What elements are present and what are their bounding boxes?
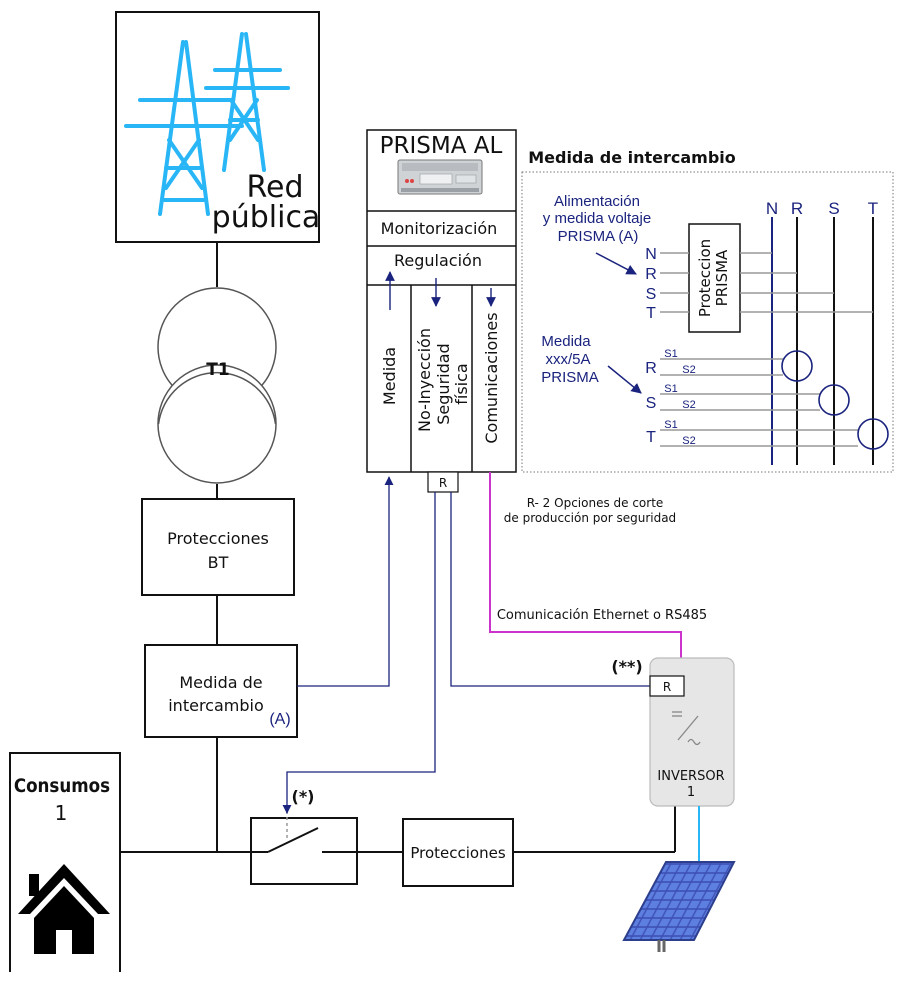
consumption-box: Consumos 1 xyxy=(9,752,121,972)
inverter-note: (**) xyxy=(611,657,642,676)
ct-r-s1: S1 xyxy=(664,348,677,360)
inverter-relay-box xyxy=(649,675,685,697)
supply-label-2: y medida voltaje xyxy=(543,210,651,227)
exchange-detail-title: Medida de intercambio xyxy=(528,148,736,167)
load-bus-line xyxy=(120,806,676,853)
prisma-protection-box xyxy=(688,223,741,333)
bt-protection-line2: BT xyxy=(208,553,229,572)
exchange-meter-line2: intercambio xyxy=(168,696,264,715)
prisma-relay-label: R xyxy=(439,476,447,490)
prisma-col-medida: Medida xyxy=(380,347,399,405)
prisma-module: PRISMA AL Monitorización Regulación Medi… xyxy=(366,129,517,493)
cut-note-line2: de producción por seguridad xyxy=(504,511,676,525)
prisma-regulation-label: Regulación xyxy=(394,251,482,270)
measure-label-2: xxx/5A xyxy=(545,351,590,368)
ct-t-s2: S2 xyxy=(682,435,695,447)
measurement-signal-line xyxy=(297,476,394,687)
supply-label-3: PRISMA (A) xyxy=(558,228,639,245)
protection-label: Protecciones xyxy=(410,844,505,862)
ct-label-r: R xyxy=(645,360,657,377)
transformer-label: T1 xyxy=(206,360,229,380)
ct-s-s2: S2 xyxy=(682,399,695,411)
grid-title-line2: pública xyxy=(212,200,321,235)
prisma-col-seguridad: Seguridad xyxy=(434,343,453,424)
cut-note-line1: R- 2 Opciones de corte xyxy=(527,496,664,510)
bus-label-r: R xyxy=(791,199,803,218)
disconnect-switch[interactable]: (*) xyxy=(250,787,358,885)
communication-line xyxy=(489,472,682,658)
input-label-t: T xyxy=(646,305,656,322)
ct-t-s1: S1 xyxy=(664,419,677,431)
prisma-protection-line2: PRISMA xyxy=(713,249,731,306)
inverter-number: 1 xyxy=(687,785,695,800)
ct-label-t: T xyxy=(646,429,656,446)
bt-protection-line1: Protecciones xyxy=(167,529,269,548)
prisma-device-icon xyxy=(397,159,483,195)
inverter-relay-label: R xyxy=(663,680,671,694)
transformer-t1: T1 xyxy=(157,287,277,484)
exchange-meter-line1: Medida de xyxy=(179,673,262,692)
bt-protection-box: Protecciones BT xyxy=(141,498,295,596)
exchange-detail-panel: Alimentación y medida voltaje PRISMA (A)… xyxy=(521,171,894,473)
exchange-meter-tag: (A) xyxy=(269,711,290,728)
dc-ac-converter-icon xyxy=(672,711,701,746)
bus-label-n: N xyxy=(766,199,778,218)
ct-r xyxy=(781,350,813,382)
consumption-line2: 1 xyxy=(55,801,68,825)
input-label-n: N xyxy=(645,246,657,263)
prisma-col-fisica: física xyxy=(452,363,471,404)
prisma-col-comunicaciones: Comunicaciones xyxy=(482,312,501,443)
inverter-label: INVERSOR xyxy=(657,769,724,784)
house-icon xyxy=(18,864,110,954)
prisma-col-noinyeccion: No-Inyección xyxy=(415,328,434,432)
ct-r-s2: S2 xyxy=(682,364,695,376)
input-label-r: R xyxy=(645,266,657,283)
power-tower-icon xyxy=(124,32,290,216)
measure-label-3: PRISMA xyxy=(541,369,599,386)
bus-label-t: T xyxy=(868,199,878,218)
exchange-meter-box: Medida de intercambio (A) xyxy=(144,644,298,738)
consumption-line1: Consumos xyxy=(14,775,110,797)
protection-box: Protecciones xyxy=(402,818,514,887)
ct-t xyxy=(857,418,889,450)
solar-panel-icon xyxy=(622,861,736,952)
ct-s xyxy=(818,384,850,416)
bus-label-s: S xyxy=(828,199,839,218)
input-label-s: S xyxy=(646,286,657,303)
prisma-relay-box xyxy=(427,471,459,493)
prisma-protection-line1: Proteccion xyxy=(696,239,714,317)
grid-title-line1: Red xyxy=(247,170,304,205)
ct-label-s: S xyxy=(646,395,657,412)
relay-signal-lines xyxy=(282,492,650,814)
supply-label-1: Alimentación xyxy=(554,193,640,210)
measure-label-1: Medida xyxy=(541,333,591,350)
grid-box: Red pública xyxy=(115,11,321,243)
inverter: R (**) INVERSOR 1 xyxy=(611,657,735,807)
prisma-title: PRISMA AL xyxy=(380,133,503,159)
comm-note: Comunicación Ethernet o RS485 xyxy=(497,608,707,623)
switch-note: (*) xyxy=(292,787,315,806)
prisma-monitor-label: Monitorización xyxy=(381,219,498,238)
ct-s-s1: S1 xyxy=(664,383,677,395)
